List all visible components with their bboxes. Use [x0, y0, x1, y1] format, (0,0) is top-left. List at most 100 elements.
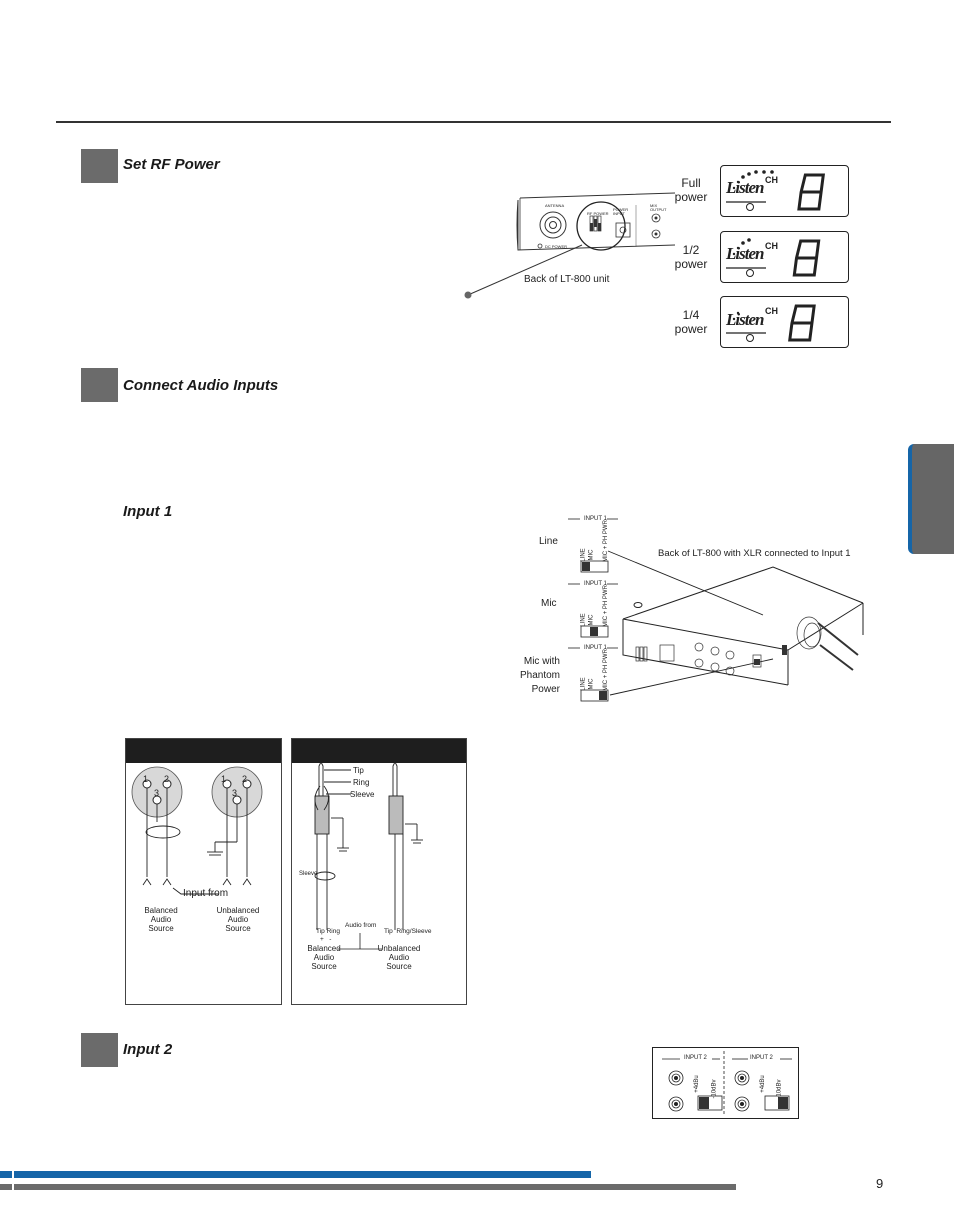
power-dot	[747, 238, 751, 242]
power-dot	[762, 170, 766, 174]
section-marker-audio-inputs	[81, 368, 118, 402]
jack-wiring-panel	[291, 738, 467, 1005]
switch-pos-line: LINE	[580, 677, 587, 691]
section-title-rf-power: Set RF Power	[123, 156, 220, 173]
ear-icon	[746, 334, 754, 342]
ch-label: CH	[765, 241, 778, 251]
jack-ring-label: Ring	[353, 778, 370, 787]
ch-label: CH	[765, 306, 778, 316]
jack-unbalanced-label: Unbalanced Audio Source	[372, 944, 426, 971]
input2-level-plus4: +4dBu	[693, 1075, 700, 1093]
switch-pos-mic: MIC	[588, 678, 595, 690]
section-title-input1: Input 1	[123, 503, 173, 520]
section-marker-input2	[81, 1033, 118, 1067]
power-label-quarter: 1/4 power	[664, 308, 718, 336]
header-rule	[56, 121, 891, 123]
switch-pos-mic-ph: MIC + PH PWR	[602, 649, 609, 691]
lt800-rf-panel-drawing	[464, 192, 675, 299]
xlr-pin-1: 1	[143, 774, 149, 784]
panel-label-dc-power: DC POWER	[545, 244, 567, 249]
power-label-full: Full power	[664, 176, 718, 204]
listen-logo: Listen	[726, 310, 764, 329]
footer-blue-bar	[0, 1171, 591, 1178]
label-line: Unbalanced	[216, 906, 260, 915]
power-dot	[741, 175, 745, 179]
power-label-line: power	[674, 190, 708, 204]
power-dot	[770, 170, 774, 174]
power-dot	[736, 180, 740, 184]
power-label-half: 1/2 power	[664, 243, 718, 271]
xlr-pin-2: 2	[242, 774, 248, 784]
power-label-line: power	[674, 322, 708, 336]
input2-level-plus4: +4dBu	[759, 1075, 766, 1093]
xlr-wiring-drawing	[131, 766, 263, 895]
mode-label-phantom: Mic with Phantom Power	[514, 655, 560, 697]
section-title-audio-inputs: Connect Audio Inputs	[123, 377, 279, 394]
input2-header: INPUT 2	[750, 1055, 773, 1061]
xlr-input-from: Input from	[183, 888, 229, 899]
ear-icon	[746, 269, 754, 277]
input2-drawing	[662, 1051, 792, 1115]
label-line: Balanced	[144, 906, 178, 915]
power-dot	[736, 246, 740, 250]
power-dot	[736, 311, 740, 315]
label-line: Audio	[150, 915, 172, 924]
panel-label-mix-output: MIX OUTPUT	[650, 203, 667, 212]
xlr-panel-header	[126, 739, 281, 763]
power-label-line: 1/2	[682, 243, 700, 257]
jack-sleeve-label: Sleeve	[350, 790, 375, 799]
bar-divider	[12, 1184, 14, 1190]
label-line: Source	[311, 962, 337, 971]
ear-icon	[746, 203, 754, 211]
mode-label-line: Line	[539, 536, 558, 547]
power-label-line: power	[674, 257, 708, 271]
chapter-tab	[908, 444, 954, 554]
seven-segment-digit	[792, 239, 821, 277]
jack-sleeve-small: Sleeve	[299, 871, 318, 877]
label-line: Source	[386, 962, 412, 971]
listen-logo: Listen	[726, 244, 764, 263]
label-line: Balanced	[307, 944, 341, 953]
input1-caption: Back of LT-800 with XLR connected to Inp…	[658, 548, 851, 559]
label-line: Audio	[388, 953, 410, 962]
label-line: Audio	[227, 915, 249, 924]
lcd-display-full	[720, 165, 849, 217]
mode-label-line-text: Mic with	[523, 656, 560, 667]
switch-header: INPUT 1	[584, 581, 607, 587]
switch-pos-mic: MIC	[588, 549, 595, 561]
lcd-display-quarter	[720, 296, 849, 348]
power-dot	[754, 170, 758, 174]
jack-tip-ring-sleeve: Tip Ring/Sleeve	[384, 928, 432, 935]
listen-logo: Listen	[726, 178, 764, 197]
power-dot	[741, 241, 745, 245]
input2-level-minus10: -10dBv	[711, 1079, 718, 1099]
page-number: 9	[876, 1176, 884, 1191]
power-dot	[747, 172, 751, 176]
jack-wiring-drawing	[314, 760, 423, 930]
power-dot	[732, 252, 736, 256]
label-line: Source	[148, 924, 174, 933]
panel-label-antenna: ANTENNA	[545, 203, 565, 208]
mode-label-mic: Mic	[541, 598, 557, 609]
jack-audio-from: Audio from	[345, 922, 377, 929]
lcd-segments	[726, 170, 825, 342]
ch-label: CH	[765, 175, 778, 185]
xlr-balanced-label: Balanced Audio Source	[138, 906, 184, 933]
jack-plus-minus: + -	[320, 936, 332, 943]
xlr-unbalanced-label: Unbalanced Audio Source	[212, 906, 264, 933]
switch-positions-3: LINE MIC MIC + PH PWR	[581, 649, 611, 701]
switch-pos-mic-ph: MIC + PH PWR	[602, 585, 609, 627]
rf-panel-caption: Back of LT-800 unit	[524, 274, 610, 285]
input1-switch-drawing	[568, 518, 864, 702]
seven-segment-digit	[797, 173, 825, 211]
footer-gray-bar	[0, 1184, 736, 1190]
panel-label-power-input: POWER INPUT	[613, 207, 629, 216]
label-line: Audio	[313, 953, 335, 962]
power-dot	[732, 186, 736, 190]
seven-segment-digit	[788, 304, 816, 342]
input2-level-minus10: -10dBv	[776, 1079, 783, 1099]
audio-from-bracket	[338, 933, 382, 950]
mode-label-line-text: Phantom	[519, 670, 560, 681]
label-line: Source	[225, 924, 251, 933]
switch-pos-mic: MIC	[588, 614, 595, 626]
